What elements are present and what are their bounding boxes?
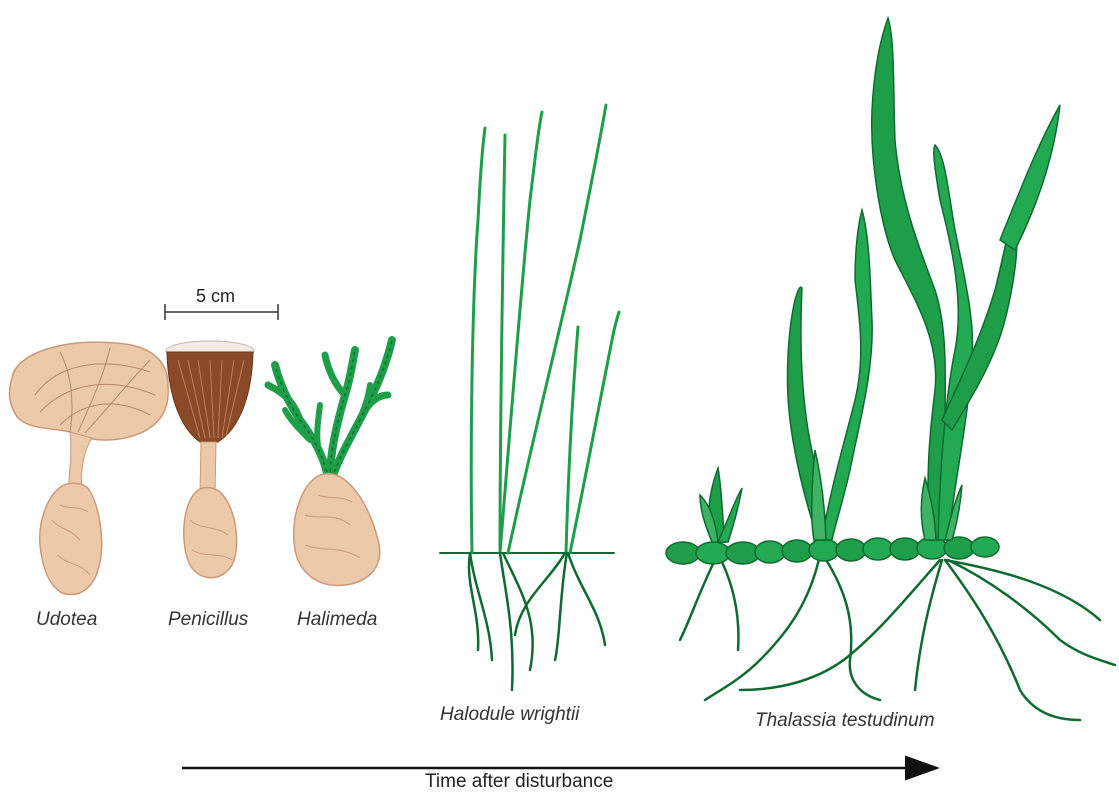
time-axis-label: Time after disturbance: [425, 771, 613, 793]
halimeda-holdfast: [294, 474, 380, 586]
halimeda-illustration: [268, 340, 392, 478]
label-thalassia-testudinum: Thalassia testudinum: [755, 710, 935, 732]
label-halimeda: Halimeda: [297, 609, 377, 631]
label-halodule-wrightii: Halodule wrightii: [440, 704, 579, 726]
scale-bar-label: 5 cm: [196, 286, 235, 307]
penicillus-illustration: [166, 341, 254, 578]
label-penicillus: Penicillus: [168, 609, 248, 631]
label-udotea: Udotea: [36, 609, 97, 631]
thalassia-roots: [680, 555, 1115, 720]
thalassia-blades: [700, 18, 1060, 542]
halodule-illustration: [440, 105, 619, 690]
udotea-illustration: [10, 342, 169, 594]
